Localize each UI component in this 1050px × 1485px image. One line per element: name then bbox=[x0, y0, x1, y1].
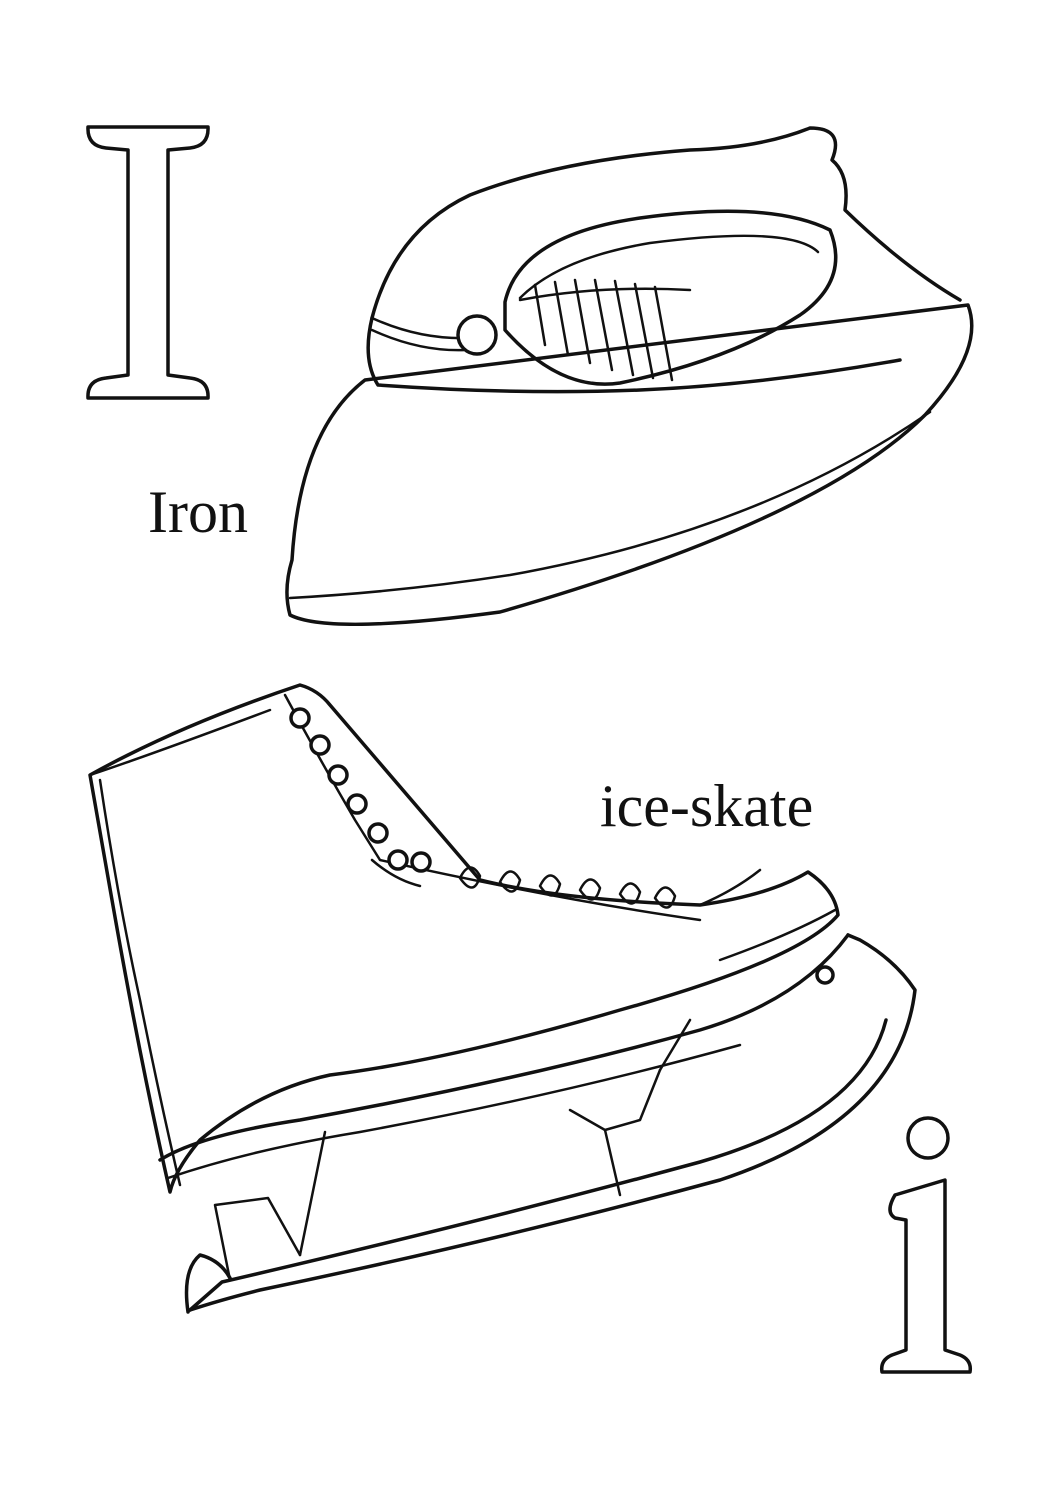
uppercase-letter-outline: I bbox=[86, 125, 210, 400]
iron-label: Iron bbox=[148, 479, 248, 545]
iron-illustration bbox=[285, 126, 974, 627]
ice-skate-illustration bbox=[88, 683, 917, 1314]
uppercase-letter-text: I bbox=[148, 394, 149, 396]
lowercase-letter-outline bbox=[879, 1116, 973, 1374]
ice-skate-label: ice-skate bbox=[600, 773, 814, 839]
